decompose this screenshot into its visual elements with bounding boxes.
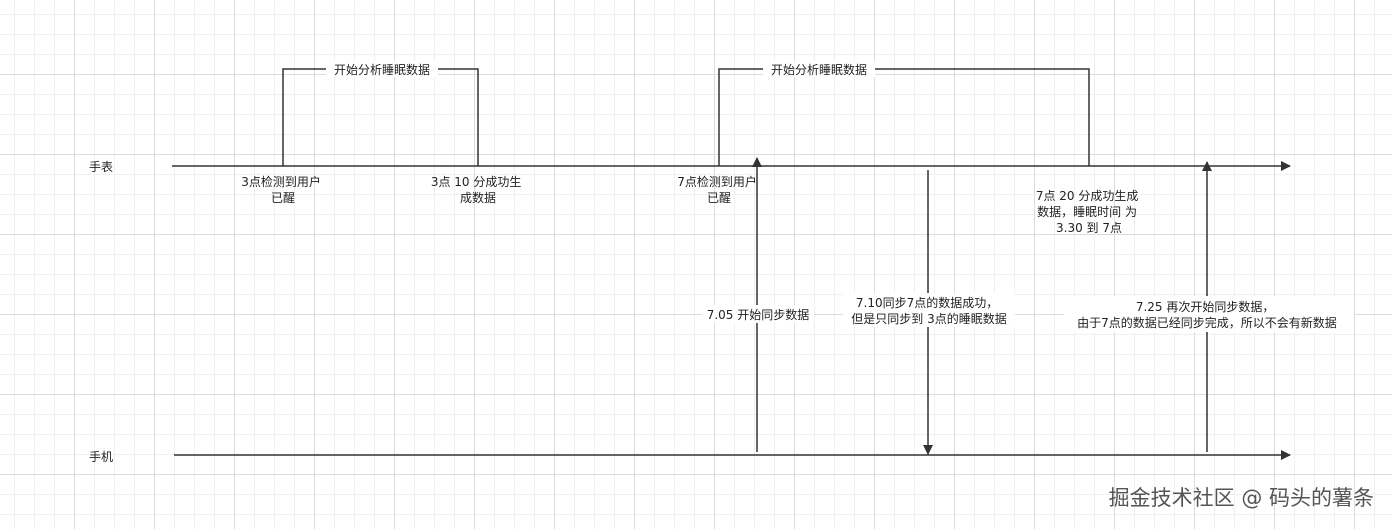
sync-retry-label-bg [1064,296,1354,332]
event-7am-awake: 7点检测到用户 已醒 [677,174,760,205]
analysis-bracket-2 [718,68,1090,166]
event-720-generated: 7点 20 分成功生成 数据，睡眠时间 为 3.30 到 7点 [1036,189,1142,235]
sync-start-label: 7.05 开始同步数据 [707,307,810,322]
analysis-bracket-1-label-bg [326,61,438,77]
analysis-bracket-1 [282,68,479,166]
event-310-generated: 3点 10 分成功生 成数据 [431,175,525,205]
phone-lane-label: 手机 [89,450,113,464]
event-3am-awake: 3点检测到用户 已醒 [241,174,324,205]
sync-success-label-bg [843,293,1015,327]
sync-retry-label: 7.25 再次开始同步数据， 由于7点的数据已经同步完成，所以不会有新数据 [1077,299,1337,330]
watermark: 掘金技术社区 @ 码头的薯条 [1109,486,1374,510]
sync-start-label-bg [702,305,814,323]
watch-lane-label: 手表 [89,160,113,174]
sync-success-label: 7.10同步7点的数据成功， 但是只同步到 3点的睡眠数据 [851,295,1006,326]
analysis-bracket-2-label: 开始分析睡眠数据 [771,62,867,77]
analysis-bracket-1-label: 开始分析睡眠数据 [334,62,430,77]
analysis-bracket-2-label-bg [763,61,875,77]
